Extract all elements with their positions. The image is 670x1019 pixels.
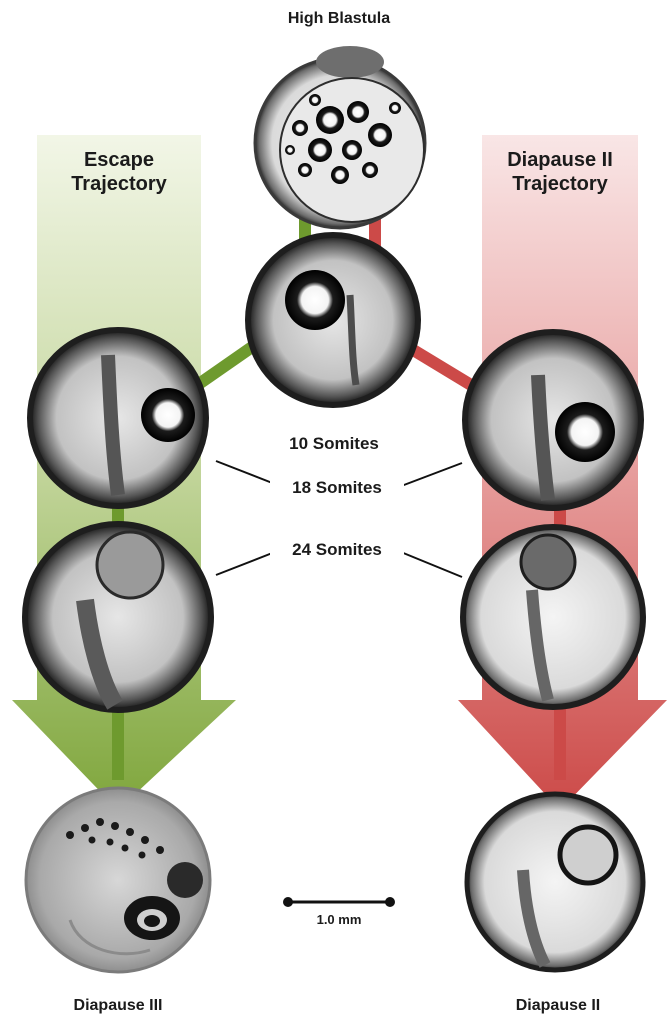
escape-trajectory-label: Escape Trajectory xyxy=(37,148,201,196)
escape-trajectory-label-line1: Escape xyxy=(37,148,201,172)
ten-somites-label: 10 Somites xyxy=(263,435,405,452)
escape-trajectory-label-line2: Trajectory xyxy=(37,172,201,196)
diapause-iii-embryo-image xyxy=(26,788,210,972)
escape-24-somite-embryo-image xyxy=(25,524,211,710)
high-blastula-label: High Blastula xyxy=(264,11,414,27)
diapause-ii-embryo-image xyxy=(467,794,643,970)
diapause-ii-label: Diapause II xyxy=(478,998,638,1014)
high-blastula-embryo-image xyxy=(255,46,425,228)
scale-bar-label: 1.0 mm xyxy=(289,913,389,926)
pointer-18-right xyxy=(396,463,462,488)
diapause-trajectory-label: Diapause II Trajectory xyxy=(482,148,638,196)
diapause-connector-diagonal xyxy=(405,345,476,388)
twenty-four-somites-label: 24 Somites xyxy=(270,541,404,558)
scale-bar xyxy=(283,897,395,907)
ten-somite-embryo-image xyxy=(248,235,418,405)
diapause-24-somite-embryo-image xyxy=(463,527,643,707)
diapause-trajectory-label-line1: Diapause II xyxy=(482,148,638,172)
diapause-18-somite-embryo-image xyxy=(465,332,641,508)
diapause-trajectory-label-line2: Trajectory xyxy=(482,172,638,196)
diapause-iii-label: Diapause III xyxy=(28,998,208,1014)
eighteen-somites-label: 18 Somites xyxy=(270,479,404,496)
pointer-24-right xyxy=(396,550,462,577)
escape-18-somite-embryo-image xyxy=(30,330,206,506)
